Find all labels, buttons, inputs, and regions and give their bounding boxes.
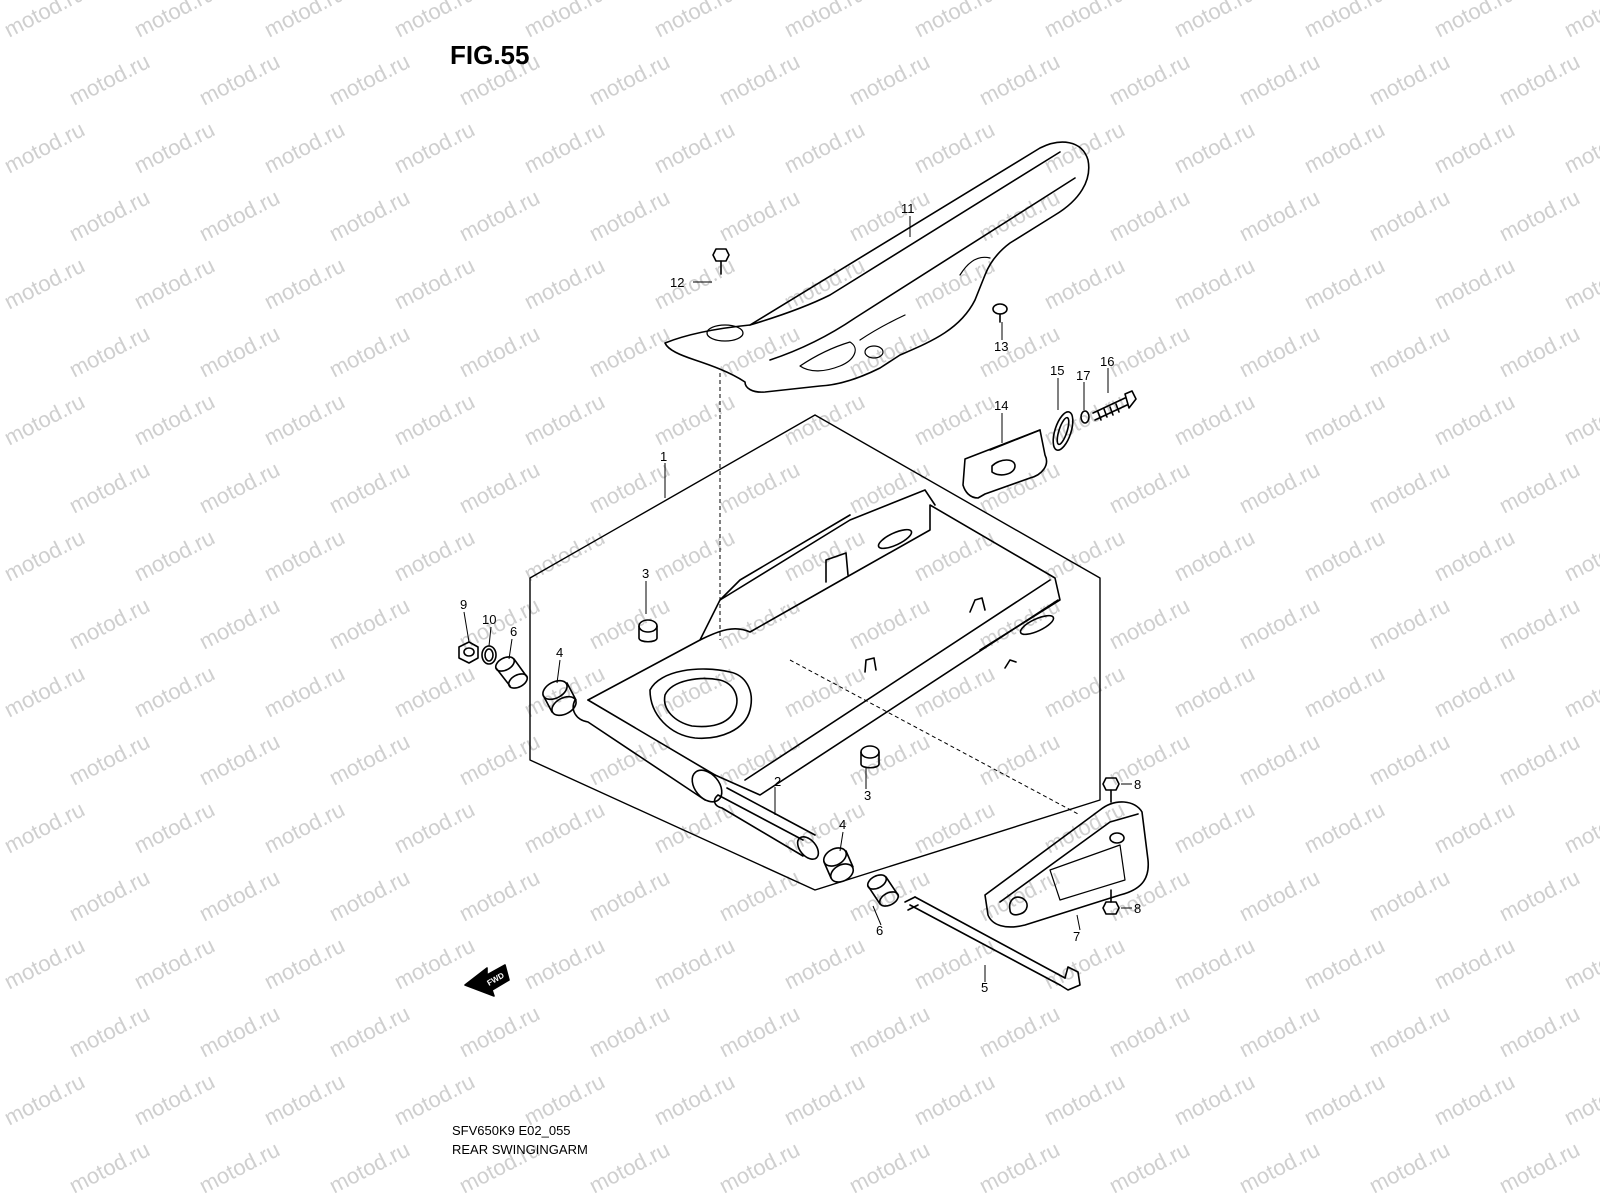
callout-14: 14 bbox=[994, 398, 1008, 413]
callout-8-upper: 8 bbox=[1134, 777, 1141, 792]
callout-3-lower: 3 bbox=[864, 788, 871, 803]
collar-part-15 bbox=[1052, 411, 1074, 451]
screw-part-13 bbox=[992, 303, 1008, 323]
figure-title: FIG.55 bbox=[450, 40, 530, 70]
washer-part-17 bbox=[1080, 410, 1090, 424]
callout-2: 2 bbox=[774, 774, 781, 789]
callout-12: 12 bbox=[670, 275, 684, 290]
callout-9: 9 bbox=[460, 597, 467, 612]
callout-6-left: 6 bbox=[510, 624, 517, 639]
callout-6-lower: 6 bbox=[876, 923, 883, 938]
callout-11: 11 bbox=[901, 201, 915, 216]
fwd-arrow-icon bbox=[464, 964, 510, 997]
bracket-part-7 bbox=[984, 801, 1149, 928]
callout-15: 15 bbox=[1050, 363, 1064, 378]
bolt-part-8-lower bbox=[1102, 889, 1120, 915]
spacer-part-6-left bbox=[494, 656, 529, 689]
model-code: SFV650K9 E02_055 bbox=[452, 1123, 571, 1138]
bolt-part-16 bbox=[1092, 390, 1137, 421]
assembly-box-outline bbox=[529, 414, 1101, 891]
callout-4-left: 4 bbox=[556, 645, 563, 660]
pivot-tube-part-2 bbox=[713, 787, 820, 861]
callout-17: 17 bbox=[1076, 368, 1090, 383]
pivot-shaft-part-5 bbox=[904, 896, 1081, 991]
bearing-part-4-left bbox=[542, 679, 577, 717]
adjuster-plate-part-14 bbox=[962, 429, 1048, 499]
swingarm-part-1 bbox=[572, 489, 1061, 803]
callout-8-lower: 8 bbox=[1134, 901, 1141, 916]
callout-5: 5 bbox=[981, 980, 988, 995]
callout-labels: 1 2 3 3 4 4 5 6 6 7 8 8 9 10 11 12 13 14… bbox=[460, 201, 1141, 995]
callout-13: 13 bbox=[994, 339, 1008, 354]
bearing-part-4-right bbox=[822, 847, 855, 883]
bearing-part-3-upper bbox=[638, 619, 658, 643]
leader-lines bbox=[463, 216, 1132, 982]
bolt-part-12 bbox=[712, 248, 730, 275]
callout-10: 10 bbox=[482, 612, 496, 627]
bolt-part-8-upper bbox=[1102, 777, 1120, 803]
callout-16: 16 bbox=[1100, 354, 1114, 369]
callout-3-upper: 3 bbox=[642, 566, 649, 581]
callout-1: 1 bbox=[660, 449, 667, 464]
bearing-part-3-lower bbox=[860, 745, 880, 769]
callout-4-right: 4 bbox=[839, 817, 846, 832]
callout-7: 7 bbox=[1073, 929, 1080, 944]
spacer-part-6-lower bbox=[866, 874, 900, 907]
chain-case-part-11 bbox=[664, 141, 1090, 393]
nut-part-9 bbox=[458, 641, 479, 664]
washer-part-10 bbox=[481, 645, 497, 665]
figure-caption: REAR SWINGINGARM bbox=[452, 1142, 588, 1157]
